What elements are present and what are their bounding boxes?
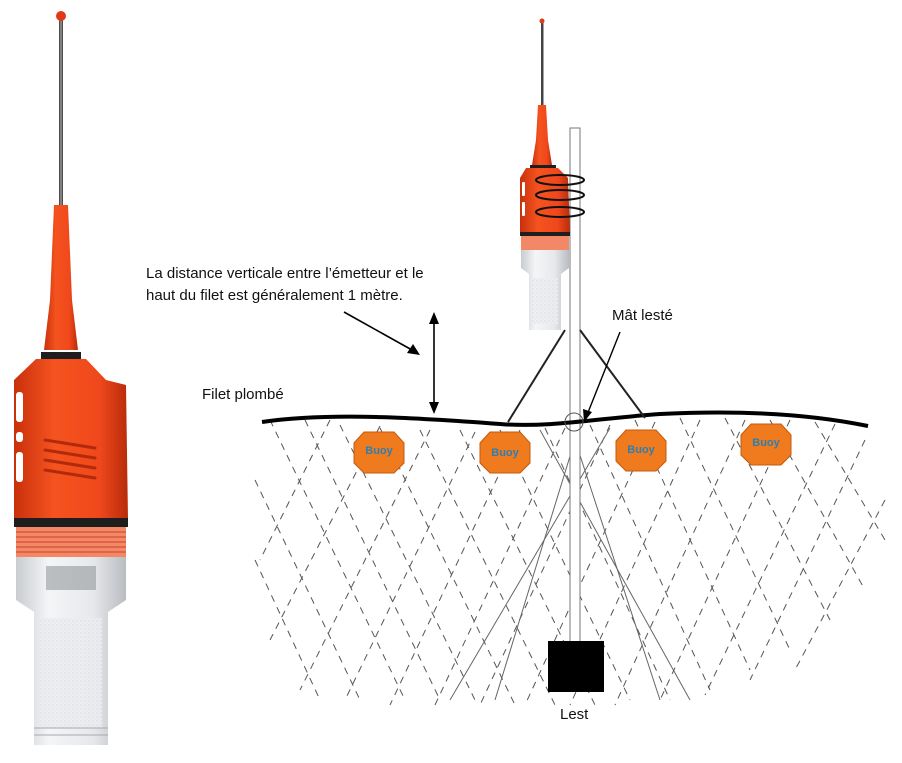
inner-parts: [46, 566, 96, 590]
grip-lines: [43, 438, 97, 480]
net-label: Filet plombé: [202, 386, 284, 403]
mast-ring: [564, 412, 584, 432]
lashing: [535, 174, 585, 218]
buoy-1: [353, 431, 405, 474]
buoy-3: [615, 429, 667, 472]
beacon-small: [520, 18, 585, 330]
float-rope: [261, 410, 869, 428]
buoy-4: [740, 423, 792, 466]
buoy-label: Buoy: [627, 444, 655, 456]
side-slot: [522, 182, 525, 196]
beacon-large: [14, 11, 128, 745]
collar-threads: [16, 531, 126, 553]
antenna-tip: [56, 11, 66, 21]
buoy-2: [479, 431, 531, 474]
float-line: [261, 410, 869, 432]
buoy-label: Buoy: [365, 445, 393, 457]
beacon-neck: [44, 205, 78, 350]
frosted-window: [40, 618, 102, 728]
body-ring: [520, 232, 570, 236]
base-ribs: [34, 727, 108, 736]
side-dot: [16, 432, 23, 442]
arrow-head-up: [429, 312, 439, 324]
beacon-body: [14, 359, 128, 520]
weight-block: [548, 641, 604, 692]
buoys: Buoy Buoy Buoy Buoy: [353, 423, 792, 474]
mast-label: Mât lesté: [612, 307, 673, 324]
side-slot: [16, 452, 23, 482]
pointer-arrow: [343, 311, 413, 351]
arrow-head: [407, 344, 420, 355]
bridle-lines: [507, 329, 646, 423]
distance-label-line1: La distance verticale entre l’émetteur e…: [146, 265, 424, 282]
frosted-window: [532, 278, 558, 324]
buoy-label: Buoy: [752, 437, 780, 449]
arrow-head-down: [429, 402, 439, 414]
net-solid-lines: [449, 427, 691, 701]
antenna-tip: [539, 18, 545, 24]
weight-label: Lest: [560, 706, 589, 723]
arrows: [343, 311, 621, 422]
mast-leader: [586, 331, 621, 416]
neck-ring: [530, 165, 556, 168]
antenna: [59, 18, 63, 208]
weighted-mast: [548, 127, 604, 692]
collar: [521, 236, 569, 250]
beacon-neck: [532, 105, 552, 165]
neck-ring: [41, 352, 81, 359]
side-slot: [522, 202, 525, 216]
side-slot: [16, 392, 23, 422]
body-ring: [14, 518, 128, 527]
distance-label-line2: haut du filet est généralement 1 mètre.: [146, 287, 403, 304]
antenna: [541, 22, 544, 107]
arrow-head: [583, 409, 592, 422]
mast-pole: [569, 127, 581, 649]
buoy-label: Buoy: [491, 447, 519, 459]
